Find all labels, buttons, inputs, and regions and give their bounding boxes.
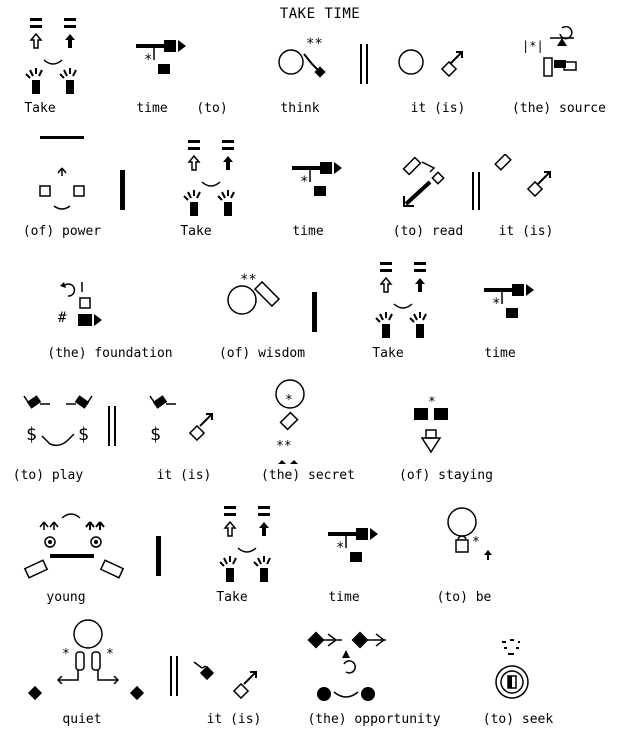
svg-text:*: * (285, 393, 293, 408)
word-label: (to) read (392, 224, 464, 239)
word-label: it (is) (498, 224, 554, 239)
be-symbol: * (447, 507, 492, 560)
young-symbol (23, 513, 125, 579)
word-label: Take (24, 101, 56, 116)
svg-text:*: * (428, 396, 436, 410)
power-symbol (39, 136, 85, 210)
take-symbol (25, 18, 77, 94)
it-is-symbol (398, 49, 463, 78)
svg-text:*: * (106, 647, 114, 662)
take-symbol (219, 506, 271, 582)
word-label: it (is) (410, 101, 466, 116)
word-label: Take (372, 346, 404, 361)
svg-text:**: ** (306, 36, 323, 52)
svg-text:*: * (62, 647, 70, 662)
word-label: time (328, 590, 360, 605)
time-symbol: * (136, 40, 186, 74)
read-symbol (402, 156, 445, 207)
it-is-symbol: $ (149, 395, 213, 445)
svg-text:#: # (58, 310, 67, 326)
seek-symbol (495, 639, 529, 699)
word-label: (to) (196, 101, 228, 116)
staying-symbol: * (414, 396, 448, 454)
take-symbol (183, 140, 235, 216)
svg-text:*: * (492, 296, 500, 312)
word-label: (the) opportunity (307, 712, 441, 727)
sentence-divider (472, 172, 480, 210)
svg-text:**: ** (240, 272, 257, 288)
svg-text:$: $ (78, 424, 89, 445)
word-label: Take (180, 224, 212, 239)
word-label: it (is) (206, 712, 262, 727)
word-label: think (280, 101, 320, 116)
secret-symbol: * ** (275, 379, 305, 464)
svg-text:*: * (472, 535, 480, 550)
page-title: TAKE TIME (279, 6, 361, 22)
word-label: (of) staying (399, 468, 493, 483)
word-label: (to) be (436, 590, 492, 605)
sentence-divider (108, 406, 116, 446)
word-label: young (46, 590, 86, 605)
svg-text:*: * (144, 52, 152, 68)
svg-text:$: $ (150, 424, 161, 445)
play-symbol: $ $ (23, 395, 93, 447)
sentence-divider (120, 170, 125, 210)
it-is-symbol (193, 661, 257, 700)
think-symbol: ** (278, 36, 326, 78)
take-symbol (375, 262, 427, 338)
word-label: (to) seek (482, 712, 554, 727)
word-label: time (484, 346, 516, 361)
word-label: (of) power (22, 224, 102, 239)
opportunity-symbol (307, 631, 386, 701)
svg-text:*: * (300, 174, 308, 190)
word-label: (of) wisdom (218, 346, 306, 361)
source-symbol: |*| (522, 26, 577, 77)
word-label: (the) secret (261, 468, 355, 483)
it-is-symbol (494, 154, 551, 198)
word-label: (to) play (12, 468, 84, 483)
word-label: (the) source (512, 101, 606, 116)
svg-text:|*|: |*| (522, 39, 544, 53)
sentence-divider (156, 536, 161, 576)
svg-text:$: $ (26, 424, 37, 445)
word-label: it (is) (156, 468, 212, 483)
time-symbol: * (328, 528, 378, 562)
wisdom-symbol: ** (227, 272, 281, 315)
word-label: (the) foundation (47, 346, 173, 361)
word-label: quiet (62, 712, 102, 727)
sentence-divider (360, 44, 368, 84)
word-label: Take (216, 590, 248, 605)
word-label: time (136, 101, 168, 116)
time-symbol: * (292, 162, 342, 196)
time-symbol: * (484, 284, 534, 318)
foundation-symbol: # (58, 282, 102, 326)
svg-text:**: ** (276, 439, 292, 454)
svg-text:*: * (336, 540, 344, 556)
sentence-divider (170, 656, 178, 696)
quiet-symbol: * * (27, 619, 145, 701)
sentence-divider (312, 292, 317, 332)
word-label: time (292, 224, 324, 239)
